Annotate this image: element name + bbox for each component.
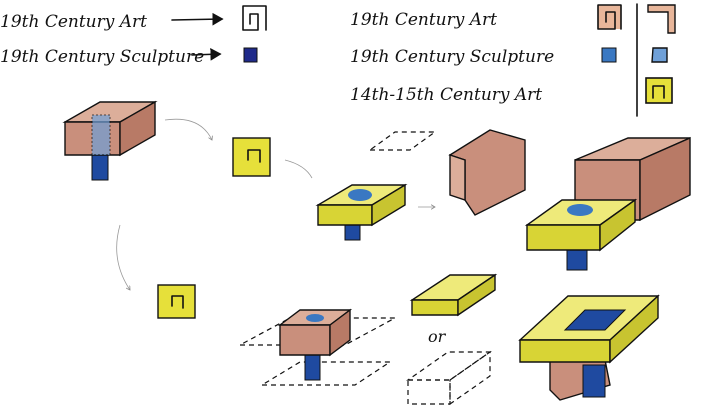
arrow-icon	[284, 159, 313, 179]
peach-spiral-icon	[597, 4, 622, 30]
blue-square-icon	[243, 47, 258, 63]
art14-slab	[409, 273, 498, 317]
dashed-empty-box	[406, 350, 492, 406]
legend-right: 19th Century Art 19th Century Sculpture …	[350, 3, 676, 117]
legend-left-label-art: 19th Century Art	[0, 12, 147, 32]
legend-left-label-sculpture: 19th Century Sculpture	[0, 47, 204, 67]
legend-right-label-art14: 14th-15th Century Art	[350, 85, 542, 105]
combined-assembly-1	[524, 136, 691, 271]
dashed-outline	[368, 131, 437, 151]
yellow-square-2	[157, 284, 196, 319]
art19-with-sculpture	[62, 100, 158, 181]
legend-right-label-sculpture: 19th Century Sculpture	[350, 47, 554, 67]
legend-left: 19th Century Art 19th Century Sculpture	[0, 5, 267, 67]
art19-between-dashed-slabs	[239, 308, 396, 386]
yellow-square-1	[232, 137, 271, 177]
peach-bracket-icon	[647, 4, 676, 34]
art14-slab-with-sculpture	[315, 183, 408, 241]
or-label: or	[428, 327, 447, 346]
spiral-outline-icon	[242, 5, 267, 31]
arrow-icon	[164, 118, 212, 140]
yellow-spiral-icon	[645, 77, 673, 104]
arrow-icon	[171, 12, 224, 26]
light-blue-square-icon	[601, 47, 617, 63]
art19-u-shape	[448, 129, 526, 216]
arrow-icon	[191, 47, 222, 61]
arrow-icon	[116, 224, 130, 290]
combined-assembly-2	[518, 294, 660, 401]
light-blue-square-icon	[651, 47, 668, 63]
legend-right-label-art19: 19th Century Art	[350, 10, 497, 30]
